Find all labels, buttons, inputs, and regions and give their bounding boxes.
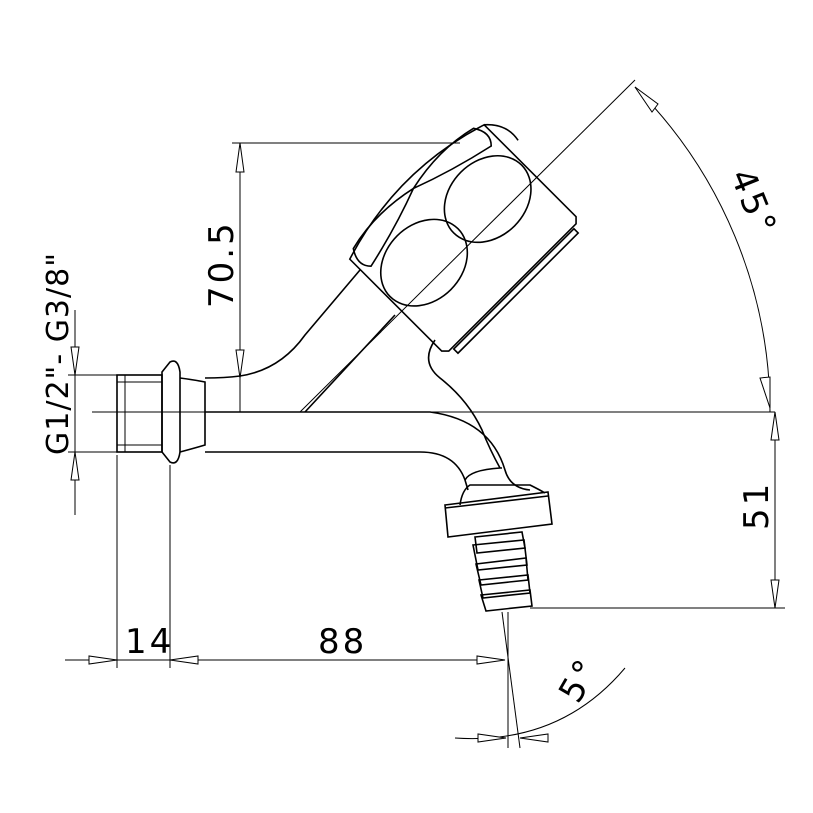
spout-lower (205, 451, 469, 491)
dim-label-thread: G1/2"- G3/8" (41, 252, 76, 455)
tap-body (116, 269, 553, 612)
dimension-thread: G1/2"- G3/8" (41, 252, 117, 515)
dimension-outlet-angle: 5° (454, 611, 626, 749)
threaded-connector (116, 374, 163, 453)
dimension-outlet-drop: 51 (530, 411, 785, 609)
dimension-horizontal: 14 88 (65, 455, 506, 668)
dim-label-88: 88 (318, 622, 367, 662)
outlet-nut (444, 491, 553, 538)
hose-barb (472, 531, 533, 612)
dim-label-14: 14 (125, 622, 174, 662)
dim-label-51: 51 (737, 481, 777, 530)
stem-upper (204, 269, 361, 379)
dim-label-70-5: 70.5 (202, 220, 242, 308)
dim-label-5-deg: 5° (551, 651, 608, 710)
dim-label-45-deg: 45° (722, 163, 785, 242)
spout-upper (300, 411, 531, 491)
dimension-handle-height: 70.5 (202, 142, 460, 412)
dimension-handle-angle: 45° (634, 86, 785, 413)
